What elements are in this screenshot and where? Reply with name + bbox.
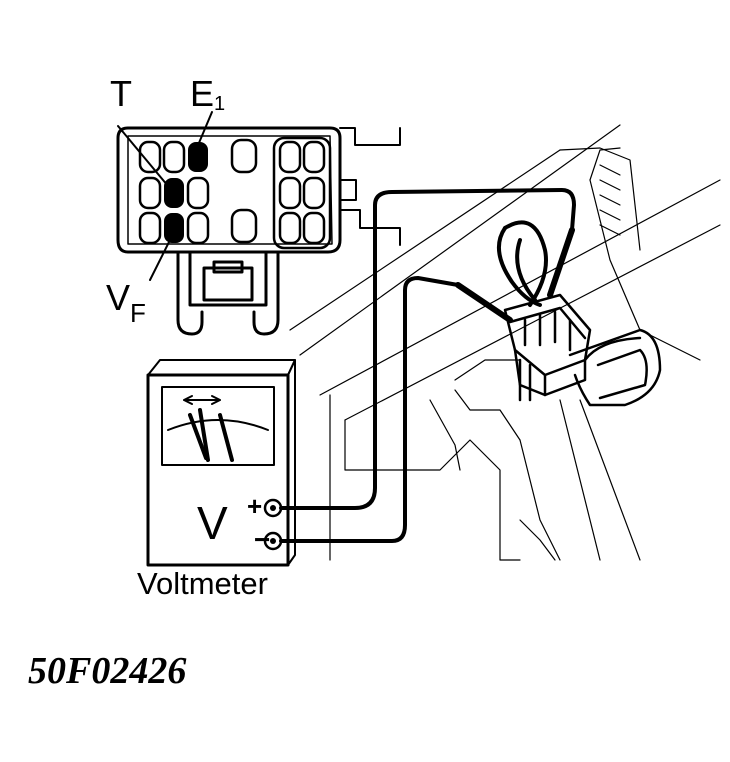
meter-minus-sign: − [254, 524, 271, 555]
terminal-e1-subscript: 1 [214, 93, 226, 115]
test-leads [281, 190, 574, 541]
terminal-vf-label: VF [106, 277, 146, 328]
highlighted-terminals [164, 142, 208, 243]
figure-code: 50F02426 [28, 650, 187, 692]
terminal-vf-subscript: F [130, 298, 146, 328]
terminal-e1-main: E [190, 73, 215, 114]
voltmeter [148, 360, 295, 565]
diagnostic-connector [505, 295, 660, 405]
terminal-vf-main: V [106, 277, 131, 318]
body-contour-lines [290, 125, 720, 560]
terminal-t-label: T [110, 73, 132, 114]
meter-symbol: V [197, 497, 228, 549]
meter-caption: Voltmeter [137, 566, 268, 601]
terminal-e1-label: E1 [190, 73, 226, 115]
meter-plus-sign: + [247, 491, 263, 521]
connector-diagram [118, 112, 400, 334]
